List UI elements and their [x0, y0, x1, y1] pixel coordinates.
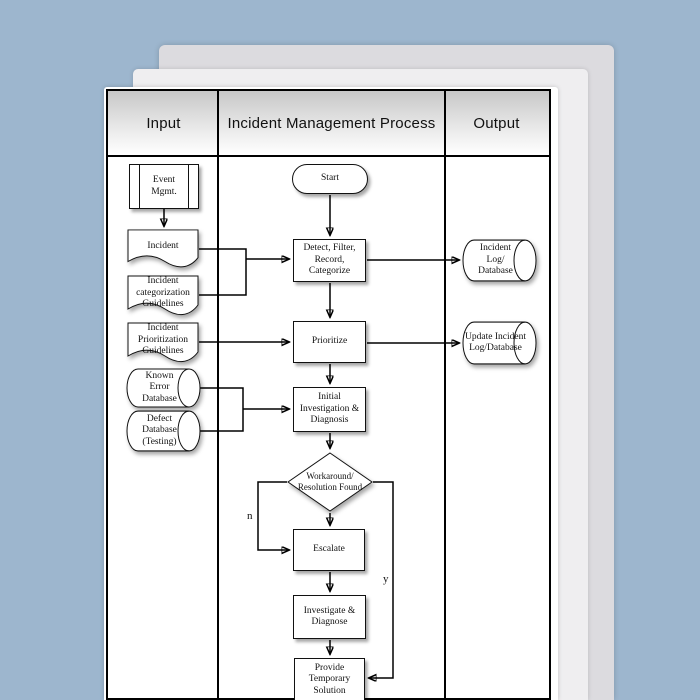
- predefined-process-bars: [139, 165, 189, 208]
- flow-node-label: Prioritize: [311, 336, 348, 347]
- flow-node-label: Incident categorization Guidelines: [136, 276, 190, 310]
- column-header-output: Output: [444, 91, 549, 157]
- flow-node-workaround-resolution-decision: Workaround/ Resolution Found: [287, 452, 373, 512]
- flow-node-update-incident-log-database: Update Incident Log/Database: [462, 321, 537, 365]
- flow-node-prioritize: Prioritize: [293, 321, 366, 363]
- flow-node-label: Incident Prioritization Guidelines: [137, 323, 189, 357]
- flow-node-incident-prioritization-guidelines: Incident Prioritization Guidelines: [127, 322, 199, 368]
- flow-node-label: Incident: [147, 240, 179, 251]
- flow-node-incident-categorization-guidelines: Incident categorization Guidelines: [127, 275, 199, 321]
- flow-node-investigate-diagnose: Investigate & Diagnose: [293, 595, 366, 639]
- column-header-input: Input: [108, 91, 219, 157]
- flow-node-known-error-database: Known Error Database: [126, 368, 201, 408]
- flow-node-label: Event Mgmt.: [151, 175, 177, 197]
- column-header-process: Incident Management Process: [219, 91, 444, 157]
- flow-node-label: Detect, Filter, Record, Categorize: [303, 243, 356, 277]
- flow-node-label: Defect Database (Testing): [142, 413, 177, 447]
- column-divider: [444, 91, 446, 698]
- flow-node-defect-database: Defect Database (Testing): [126, 410, 201, 452]
- flow-node-initial-investigation-diagnosis: Initial Investigation & Diagnosis: [293, 387, 366, 432]
- column-divider: [217, 91, 219, 698]
- flow-node-label: Provide Temporary Solution: [308, 662, 351, 696]
- flow-node-provide-temporary-solution: Provide Temporary Solution: [294, 658, 365, 700]
- document-shape: [127, 229, 199, 268]
- database-shape: [126, 410, 201, 452]
- flow-node-start: Start: [292, 164, 368, 194]
- document-shape: [127, 322, 199, 362]
- flow-node-incident-log-database: Incident Log/ Database: [462, 239, 537, 282]
- flow-node-label: Update Incident Log/Database: [465, 331, 526, 353]
- edge-label-no: n: [247, 510, 253, 522]
- flow-node-label: Known Error Database: [142, 370, 177, 404]
- database-shape: [462, 321, 537, 365]
- flow-node-label: Investigate & Diagnose: [303, 605, 356, 627]
- flow-node-event-mgmt: Event Mgmt.: [129, 164, 199, 209]
- flow-node-label: Initial Investigation & Diagnosis: [299, 392, 360, 426]
- flow-node-label: Start: [321, 173, 339, 184]
- edge-label-yes: y: [383, 573, 389, 585]
- column-header-label: Output: [473, 114, 520, 132]
- column-header-label: Incident Management Process: [227, 114, 436, 132]
- column-header-label: Input: [146, 114, 181, 132]
- database-shape: [462, 239, 537, 282]
- database-shape: [126, 368, 201, 408]
- flow-node-detect-filter-record-categorize: Detect, Filter, Record, Categorize: [293, 239, 366, 282]
- decision-diamond-shape: [287, 452, 373, 512]
- predefined-process-shape: [129, 164, 199, 209]
- flow-node-label: Incident Log/ Database: [478, 243, 513, 277]
- flow-node-incident: Incident: [127, 229, 199, 273]
- flow-node-label: Escalate: [313, 544, 345, 555]
- document-shape: [127, 275, 199, 315]
- flow-node-label: Workaround/ Resolution Found: [297, 471, 363, 492]
- flow-node-escalate: Escalate: [293, 529, 365, 571]
